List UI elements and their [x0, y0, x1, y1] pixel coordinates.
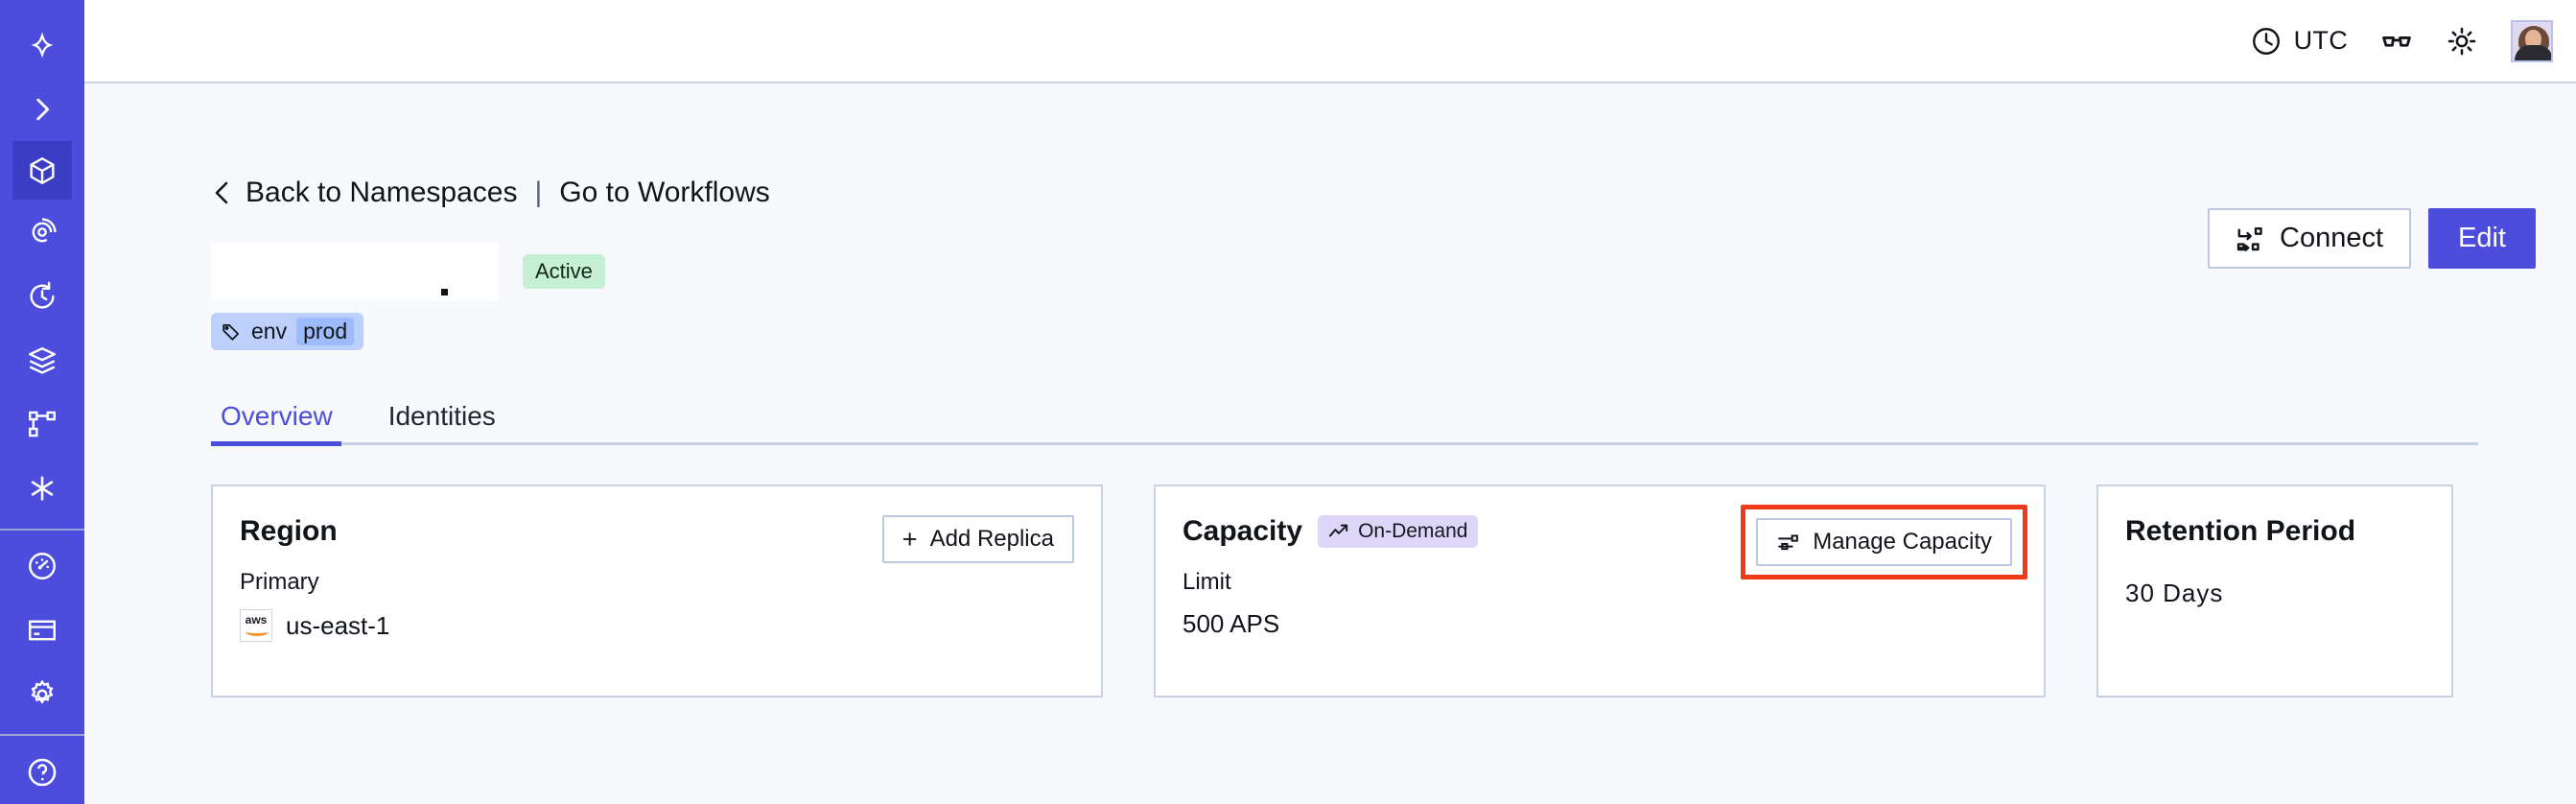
sidebar-divider-1 — [0, 528, 84, 531]
tab-bar-rule — [211, 442, 2478, 445]
retention-card: Retention Period 30 Days — [2096, 485, 2453, 698]
trending-up-icon — [1329, 524, 1348, 537]
capacity-card-title: Capacity — [1183, 515, 1303, 547]
capacity-card-header: Capacity On-Demand — [1183, 515, 2017, 548]
sliders-icon — [1778, 533, 1799, 550]
brand-logo-icon[interactable] — [13, 13, 71, 78]
sidebar-item-observability[interactable] — [13, 200, 71, 264]
sidebar-item-workflows[interactable] — [13, 392, 71, 457]
sidebar-item-history[interactable] — [13, 264, 71, 328]
region-value-row: aws us-east-1 — [240, 609, 1074, 642]
manage-capacity-button[interactable]: Manage Capacity — [1756, 518, 2012, 566]
gauge-icon — [29, 553, 56, 579]
namespace-tag[interactable]: env prod — [211, 313, 364, 350]
tab-bar: Overview Identities — [211, 401, 2536, 446]
main-content: Back to Namespaces | Go to Workflows Act… — [84, 85, 2576, 804]
namespace-title-redacted — [211, 243, 499, 300]
connect-label: Connect — [2280, 223, 2384, 253]
overview-cards: Region + Add Replica Primary aws us-east… — [211, 485, 2536, 698]
timezone-selector[interactable]: UTC — [2250, 25, 2348, 58]
sidebar-item-expand[interactable] — [13, 78, 71, 142]
add-replica-button[interactable]: + Add Replica — [881, 515, 1074, 563]
breadcrumb-separator: | — [534, 177, 543, 208]
breadcrumb-workflows-link[interactable]: Go to Workflows — [559, 177, 770, 208]
sidebar-item-settings[interactable] — [13, 662, 71, 726]
status-badge: Active — [523, 254, 605, 289]
avatar-body — [2515, 44, 2551, 60]
aws-logo-text: aws — [245, 613, 268, 627]
timezone-label: UTC — [2293, 26, 2348, 55]
on-demand-badge: On-Demand — [1318, 515, 1479, 548]
cube-icon — [30, 156, 55, 184]
asterisk-icon — [31, 476, 54, 501]
sidebar-item-namespaces[interactable] — [12, 141, 72, 201]
namespace-title-dot — [441, 289, 448, 296]
region-primary-label: Primary — [240, 569, 319, 595]
sidebar-item-help[interactable] — [13, 740, 71, 804]
region-card: Region + Add Replica Primary aws us-east… — [211, 485, 1103, 698]
breadcrumb-back-link[interactable]: Back to Namespaces — [246, 177, 518, 208]
tab-overview[interactable]: Overview — [211, 401, 342, 446]
chevron-left-icon[interactable] — [211, 178, 232, 207]
tag-value: prod — [296, 318, 355, 345]
page-title-row: Active — [211, 243, 2536, 300]
sun-icon[interactable] — [2446, 25, 2478, 58]
connect-button[interactable]: Connect — [2208, 208, 2412, 269]
edit-button[interactable]: Edit — [2428, 208, 2536, 269]
aws-logo-icon: aws — [240, 609, 272, 642]
history-clock-icon — [30, 281, 55, 309]
region-card-header: Region — [240, 515, 1074, 548]
manage-capacity-label: Manage Capacity — [1813, 529, 1992, 555]
region-value: us-east-1 — [286, 610, 390, 640]
avatar-face — [2525, 29, 2541, 49]
help-circle-icon — [28, 758, 57, 786]
capacity-card: Capacity On-Demand — [1154, 485, 2046, 698]
chevron-right-icon — [36, 98, 50, 121]
top-bar: UTC — [84, 0, 2576, 83]
region-card-title: Region — [240, 515, 338, 547]
add-replica-label: Add Replica — [929, 526, 1054, 552]
plus-icon: + — [902, 524, 918, 554]
sidebar-item-layers[interactable] — [13, 328, 71, 392]
glasses-icon[interactable] — [2380, 25, 2413, 58]
sidebar-item-billing[interactable] — [13, 598, 71, 662]
capacity-limit-label: Limit — [1183, 569, 1231, 595]
tag-key: env — [251, 319, 288, 343]
aws-logo-smile — [246, 627, 269, 636]
sidebar-item-usage[interactable] — [13, 534, 71, 599]
manage-capacity-highlight: Manage Capacity — [1741, 505, 2027, 579]
left-sidebar — [0, 0, 84, 804]
sidebar-divider-2 — [0, 734, 84, 737]
breadcrumb: Back to Namespaces | Go to Workflows — [211, 177, 2536, 209]
capacity-limit-value: 500 APS — [1183, 609, 1280, 638]
eye-spiral-icon — [32, 218, 57, 243]
retention-card-title: Retention Period — [2125, 515, 2356, 547]
sidebar-item-integrations[interactable] — [13, 457, 71, 521]
header-actions: Connect Edit — [2208, 208, 2536, 269]
connect-icon — [2236, 226, 2262, 251]
workflow-graph-icon — [29, 412, 56, 437]
clock-icon — [2252, 27, 2280, 55]
tab-identities[interactable]: Identities — [387, 401, 496, 431]
user-avatar[interactable] — [2511, 19, 2553, 62]
tag-row: env prod — [211, 313, 2536, 350]
gear-icon — [31, 679, 54, 704]
credit-card-icon — [29, 620, 56, 641]
retention-card-header: Retention Period — [2125, 515, 2424, 548]
retention-value: 30 Days — [2125, 579, 2224, 607]
layers-icon — [29, 346, 56, 374]
on-demand-label: On-Demand — [1358, 520, 1468, 542]
tag-icon — [222, 323, 240, 341]
